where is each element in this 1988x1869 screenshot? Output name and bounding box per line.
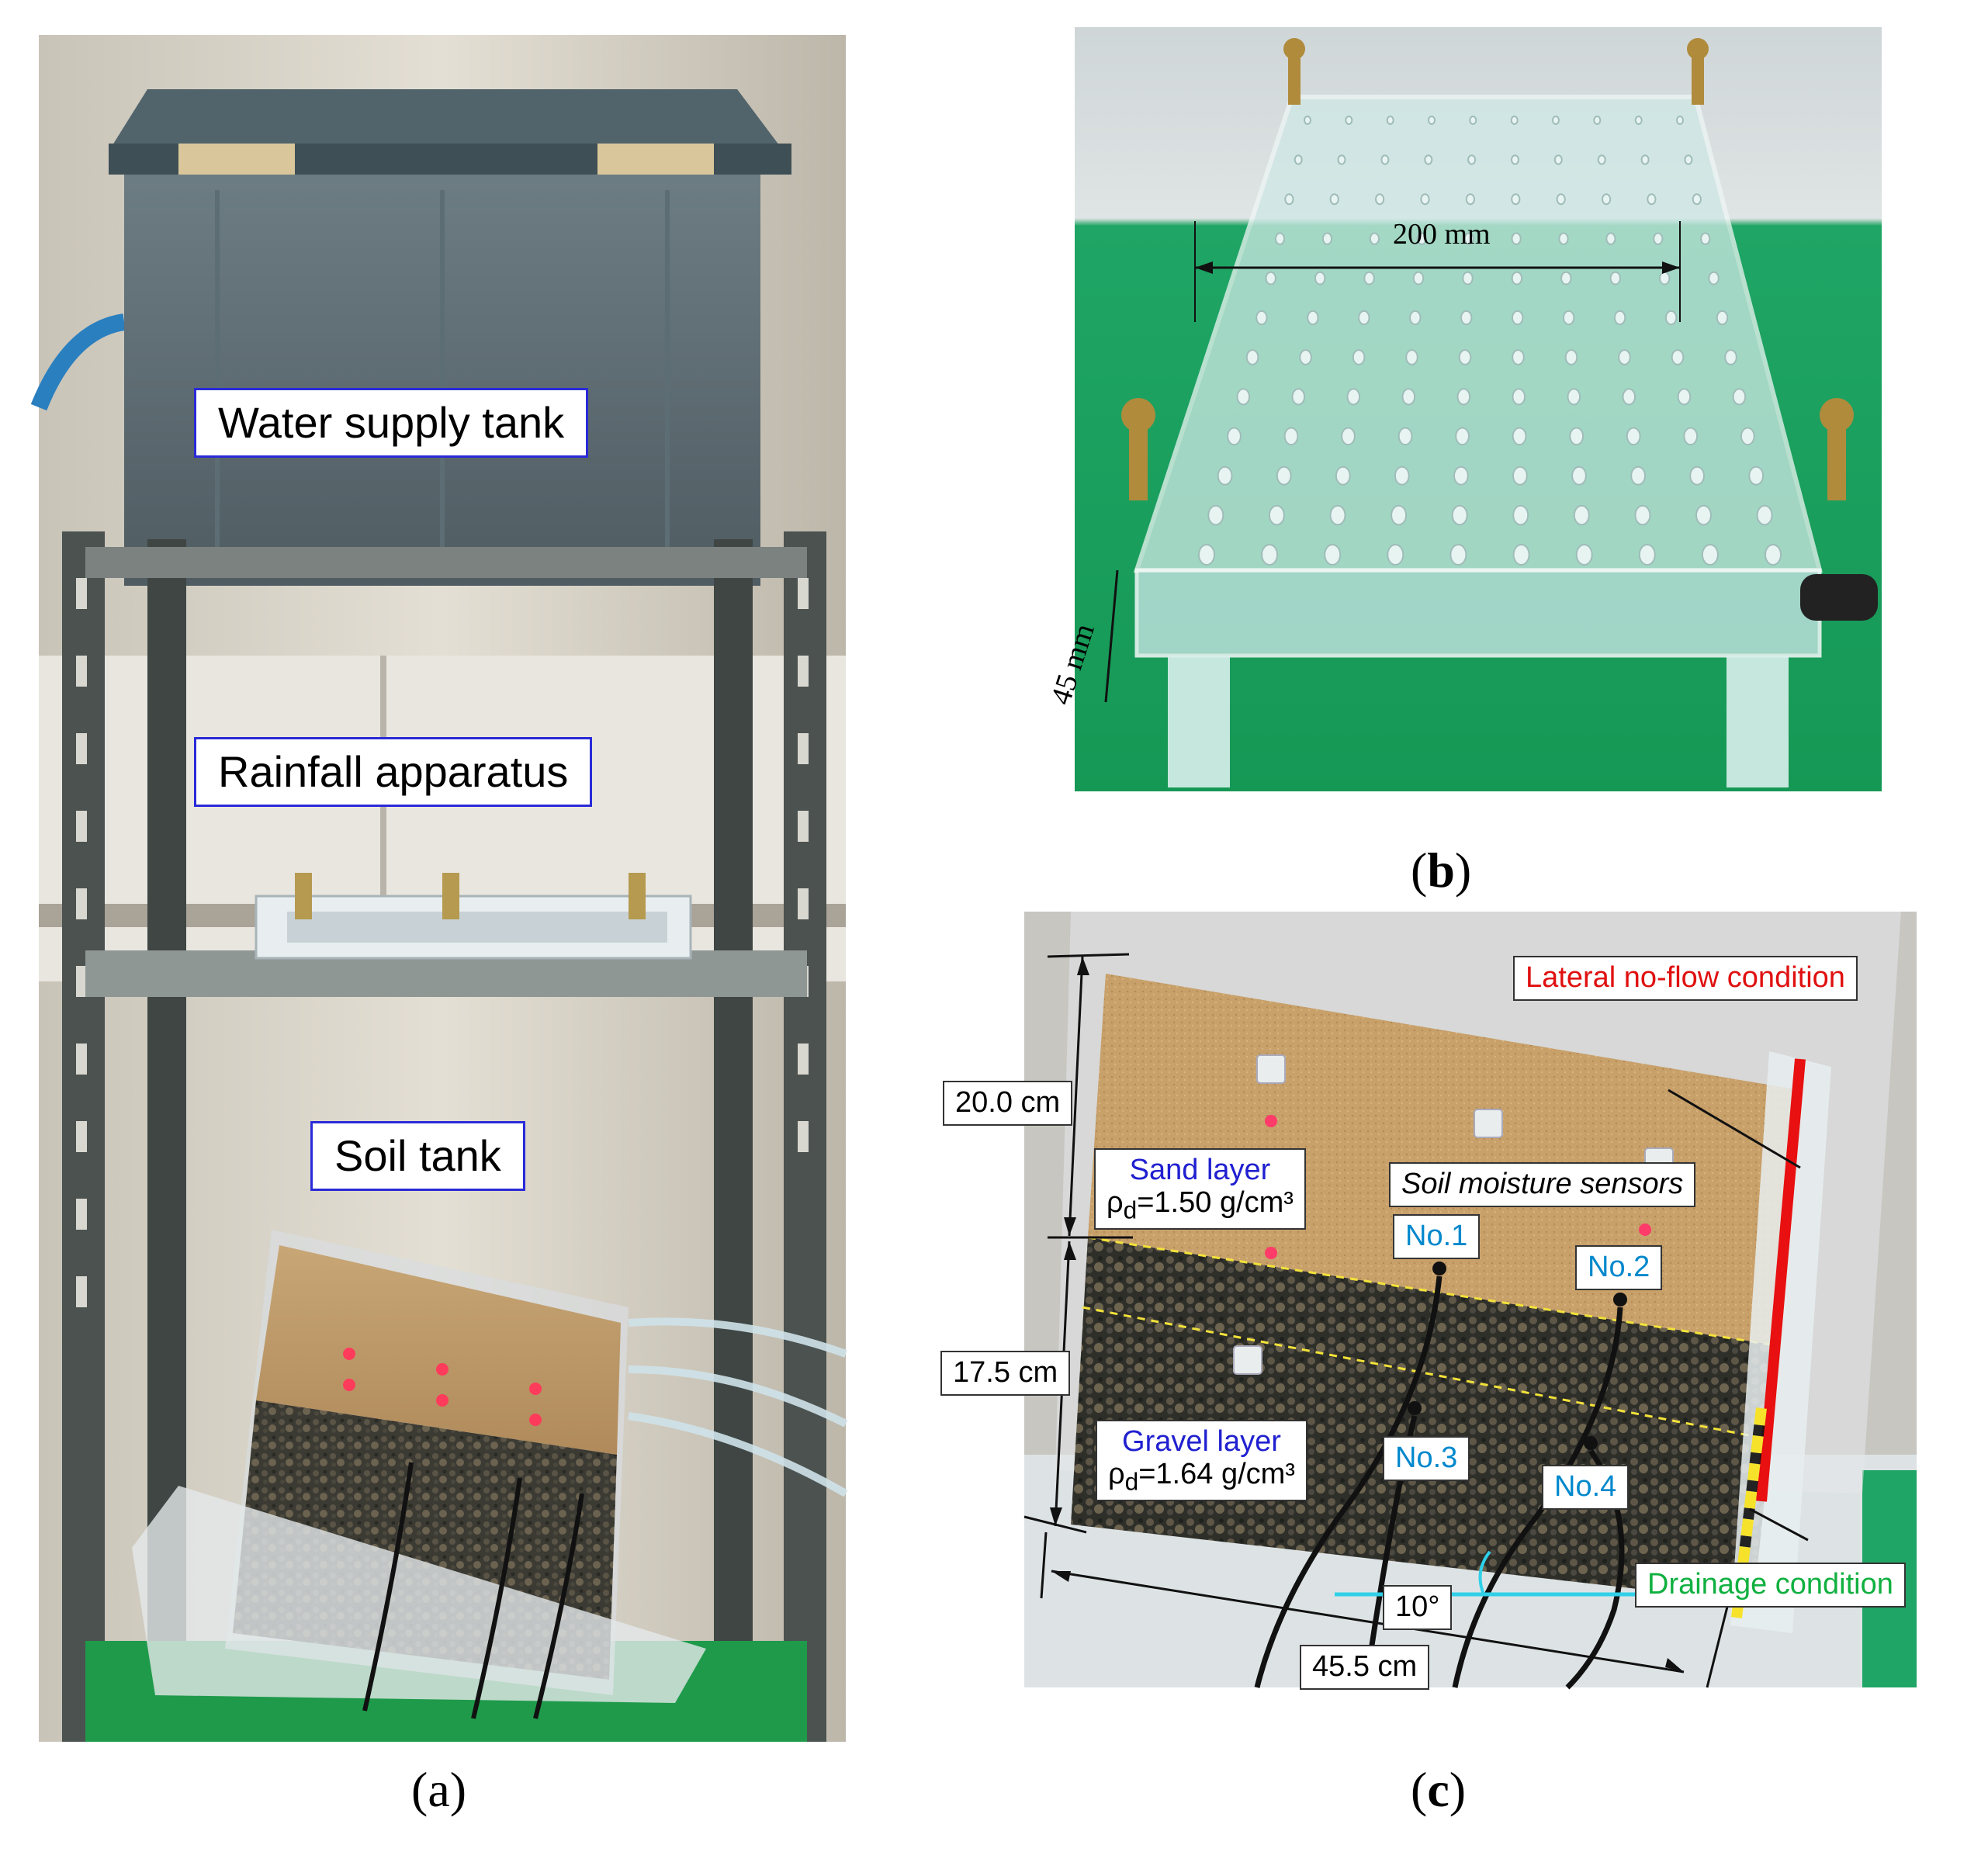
photo-panel-b: 200 mm 45 mm	[1044, 27, 1882, 791]
sensor-no1-label: No.1	[1393, 1214, 1481, 1259]
sensor-no2-label: No.2	[1575, 1245, 1663, 1290]
sand-layer-title: Sand layer	[1129, 1154, 1271, 1186]
soil-tank-label: Soil tank	[310, 1121, 525, 1192]
drainage-condition-label: Drainage condition	[1635, 1563, 1906, 1608]
lateral-no-flow-label: Lateral no-flow condition	[1513, 956, 1858, 1001]
gravel-layer-title: Gravel layer	[1122, 1425, 1281, 1458]
caption-a: (a)	[411, 1762, 467, 1817]
sand-layer-label: Sand layer ρd=1.50 g/cm³	[1094, 1148, 1306, 1230]
photo-panel-a: Water supply tank Rainfall apparatus Soi…	[30, 35, 848, 1742]
caption-b: (b)	[1411, 843, 1472, 898]
rainfall-apparatus-label: Rainfall apparatus	[194, 737, 593, 808]
soil-tank-photo	[1023, 912, 1917, 1690]
rainfall-apparatus-photo	[1075, 27, 1882, 791]
dimension-45-5cm-label: 45.5 cm	[1300, 1645, 1430, 1690]
dimension-20cm-label: 20.0 cm	[943, 1081, 1073, 1126]
gravel-density: ρd=1.64 g/cm³	[1108, 1457, 1295, 1496]
caption-c: (c)	[1411, 1762, 1467, 1817]
sensor-no3-label: No.3	[1383, 1436, 1470, 1481]
soil-moisture-sensors-label: Soil moisture sensors	[1389, 1162, 1696, 1207]
dimension-17-5cm-label: 17.5 cm	[940, 1351, 1071, 1396]
photo-panel-c: 20.0 cm 17.5 cm 45.5 cm 10° Sand layer ρ…	[940, 912, 1917, 1690]
width-dimension-label: 200 mm	[1393, 218, 1491, 251]
angle-label: 10°	[1383, 1585, 1453, 1630]
gravel-layer-label: Gravel layer ρd=1.64 g/cm³	[1096, 1420, 1307, 1502]
sensor-no4-label: No.4	[1542, 1465, 1630, 1510]
experimental-setup-photo	[30, 35, 848, 1742]
sand-density: ρd=1.50 g/cm³	[1107, 1185, 1294, 1224]
water-supply-tank-label: Water supply tank	[194, 388, 589, 459]
